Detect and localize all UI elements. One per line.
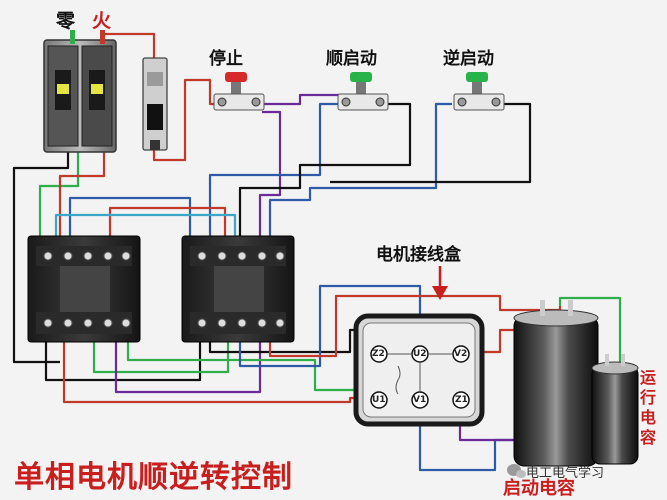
pushbutton-icon bbox=[213, 72, 505, 111]
wire-live-2 bbox=[58, 150, 106, 240]
wire-reverse-coil bbox=[268, 102, 452, 240]
wire-cross-3 bbox=[54, 213, 237, 240]
wire-stop-forward bbox=[262, 93, 360, 106]
terminal-u1: U1 bbox=[372, 395, 386, 405]
terminal-u2: U2 bbox=[413, 349, 427, 359]
wire-cross-2 bbox=[108, 206, 227, 240]
stop-button-label: 停止 bbox=[209, 49, 243, 69]
live-label: 火 bbox=[92, 10, 112, 32]
wire-live-to-stop bbox=[152, 78, 222, 162]
wire-forward-coil bbox=[208, 102, 338, 238]
terminal-v1: V1 bbox=[413, 395, 427, 405]
diagram-title: 单相电机顺逆转控制 bbox=[14, 460, 293, 495]
wire-stop-reverse bbox=[258, 110, 282, 238]
contactor-icon bbox=[27, 235, 295, 343]
junction-box-icon bbox=[353, 313, 485, 427]
watermark: 电工电气学习 bbox=[526, 466, 605, 481]
neutral-label: 零 bbox=[56, 10, 76, 32]
wire-neutral bbox=[12, 150, 70, 364]
start-capacitor-label: 启动电容 bbox=[503, 478, 575, 499]
fuse-icon bbox=[142, 57, 168, 151]
wire-lower-4 bbox=[114, 340, 262, 394]
terminal-z2: Z2 bbox=[372, 349, 385, 359]
reverse-start-label: 逆启动 bbox=[443, 49, 494, 69]
arrow-icon bbox=[432, 266, 448, 300]
wire-reverse-out bbox=[330, 102, 532, 184]
wire-cap-4 bbox=[558, 296, 622, 366]
wire-cross-1 bbox=[68, 196, 192, 240]
terminal-v2: V2 bbox=[454, 349, 468, 359]
wechat-icon bbox=[507, 464, 526, 478]
wire-forward-to-rev bbox=[238, 102, 412, 238]
forward-start-label: 顺启动 bbox=[326, 49, 377, 69]
breaker-icon bbox=[43, 30, 117, 153]
run-capacitor-label: 运行电容 bbox=[640, 368, 657, 447]
terminal-z1: Z1 bbox=[455, 395, 468, 405]
junction-box-label: 电机接线盒 bbox=[376, 245, 461, 265]
capacitor-icon bbox=[513, 300, 639, 467]
wire-lower-3 bbox=[92, 340, 230, 374]
